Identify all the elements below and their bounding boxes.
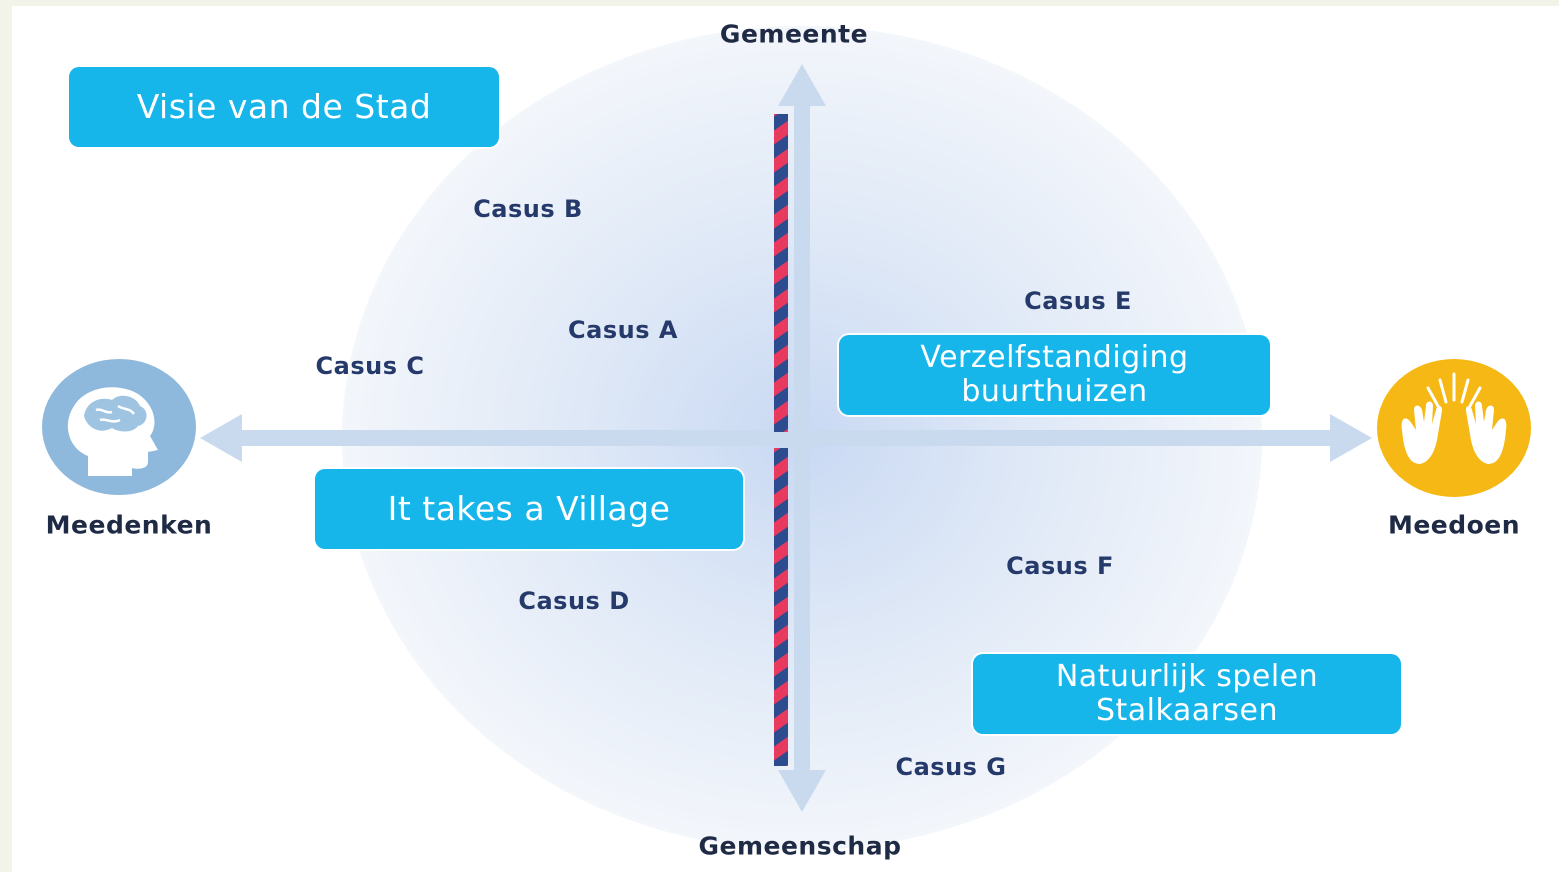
- horizontal-axis-arrow: [200, 414, 1372, 462]
- case-c-label: Casus C: [315, 352, 425, 380]
- case-g-label: Casus G: [895, 753, 1007, 781]
- box-verzelfstandiging-buurthuizen: Verzelfstandiging buurthuizen: [839, 335, 1270, 415]
- axis-label-right: Meedoen: [1387, 510, 1521, 540]
- box-verzelf-line-2: buurthuizen: [961, 374, 1148, 409]
- case-a-label: Casus A: [568, 316, 678, 344]
- axis-label-top: Gemeente: [719, 19, 869, 49]
- box-it-takes-a-village: It takes a Village: [315, 469, 743, 549]
- rope-upper: [774, 114, 788, 432]
- box-verzelf-line-1: Verzelfstandiging: [920, 339, 1189, 375]
- box-visie-label: Visie van de Stad: [136, 87, 432, 127]
- raised-hands-icon: [1377, 359, 1531, 497]
- box-village-label: It takes a Village: [387, 489, 671, 529]
- box-natuur-line-1: Natuurlijk spelen: [1055, 658, 1319, 694]
- axis-label-left: Meedenken: [45, 510, 213, 540]
- box-natuur-line-2: Stalkaarsen: [1095, 693, 1279, 728]
- case-b-label: Casus B: [473, 195, 583, 223]
- case-d-label: Casus D: [518, 587, 630, 615]
- diagram-canvas: Gemeente Gemeenschap Meedenken Meedoen V…: [12, 6, 1559, 872]
- brain-head-icon: [42, 359, 196, 495]
- rope-lower: [774, 448, 788, 766]
- box-natuurlijk-spelen-stalkaarsen: Natuurlijk spelen Stalkaarsen: [973, 654, 1401, 734]
- box-visie-van-de-stad: Visie van de Stad: [69, 67, 499, 147]
- case-f-label: Casus F: [1006, 552, 1114, 580]
- vertical-axis-arrow: [778, 64, 826, 812]
- diagram-background: [200, 26, 1372, 850]
- rope: [774, 114, 788, 766]
- axis-label-bottom: Gemeenschap: [698, 831, 902, 861]
- case-e-label: Casus E: [1024, 287, 1132, 315]
